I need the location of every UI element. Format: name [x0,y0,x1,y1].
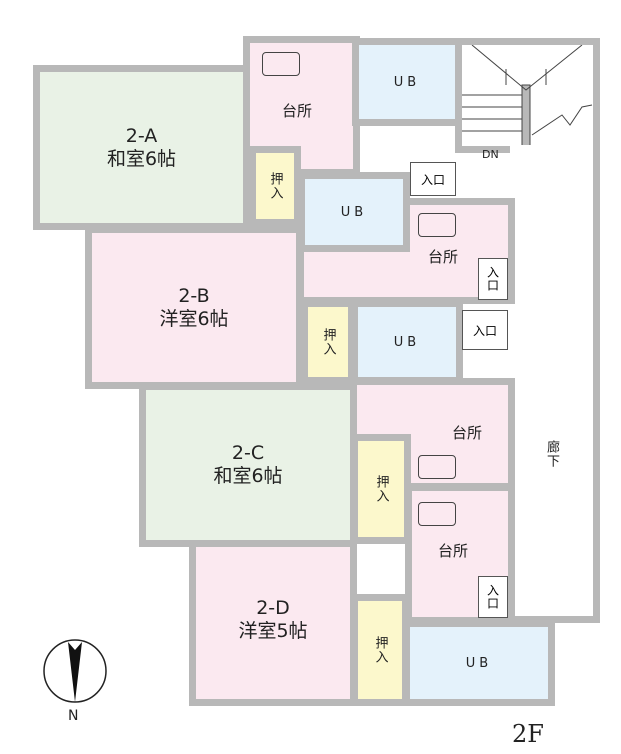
kitchen-2a-label: 台所 [282,102,313,120]
unit-bath-2d: UB [403,620,555,706]
sink-icon [418,213,456,237]
unit-bath-label: UB [393,74,421,90]
room-2d-type: 洋室5帖 [238,620,308,642]
sink-icon [418,502,456,526]
kitchen-2b-label: 台所 [428,248,459,266]
closet-label: 押入 [267,172,283,200]
kitchen-2c-label: 台所 [452,424,483,442]
room-2b-type: 洋室6帖 [159,307,229,330]
entrance-2d[interactable]: 入口 [478,576,508,618]
entrance-label: 入口 [485,266,500,292]
down-label: DN [482,148,499,161]
entrance-2c[interactable]: 入口 [462,310,508,350]
closet-label: 押入 [373,475,389,503]
room-2d-id: 2-D [256,597,290,619]
north-compass-icon [43,639,107,703]
unit-bath-2a: UB [352,38,462,126]
corridor [510,145,600,623]
room-2b-id: 2-B [178,284,210,307]
unit-bath-2b: UB [298,172,410,252]
room-2a-id: 2-A [125,124,158,147]
floor-label: 2F [512,720,544,748]
entrance-label: 入口 [472,323,497,338]
entrance-2a[interactable]: 入口 [410,162,456,196]
stairs-icon [462,45,593,150]
entrance-2b[interactable]: 入口 [478,258,508,300]
kitchen-2d-label: 台所 [438,542,469,560]
closet-2b: 押入 [301,300,355,384]
corridor-label: 廊下 [544,440,559,468]
closet-2c: 押入 [351,434,411,544]
unit-bath-label: UB [393,334,421,350]
closet-label: 押入 [372,636,388,664]
closet-label: 押入 [320,328,336,356]
sink-icon [262,52,300,76]
room-2a-type: 和室6帖 [106,147,177,170]
sink-icon [418,455,456,479]
unit-bath-2c-top: UB [351,300,463,384]
unit-bath-label: UB [465,655,493,671]
north-label: N [68,708,79,724]
unit-bath-label: UB [340,204,368,220]
entrance-label: 入口 [485,584,500,610]
entrance-label: 入口 [420,172,445,187]
closet-2d: 押入 [351,594,409,706]
room-2c-type: 和室6帖 [213,465,283,487]
closet-2a: 押入 [249,146,301,226]
room-2c-id: 2-C [231,442,265,464]
